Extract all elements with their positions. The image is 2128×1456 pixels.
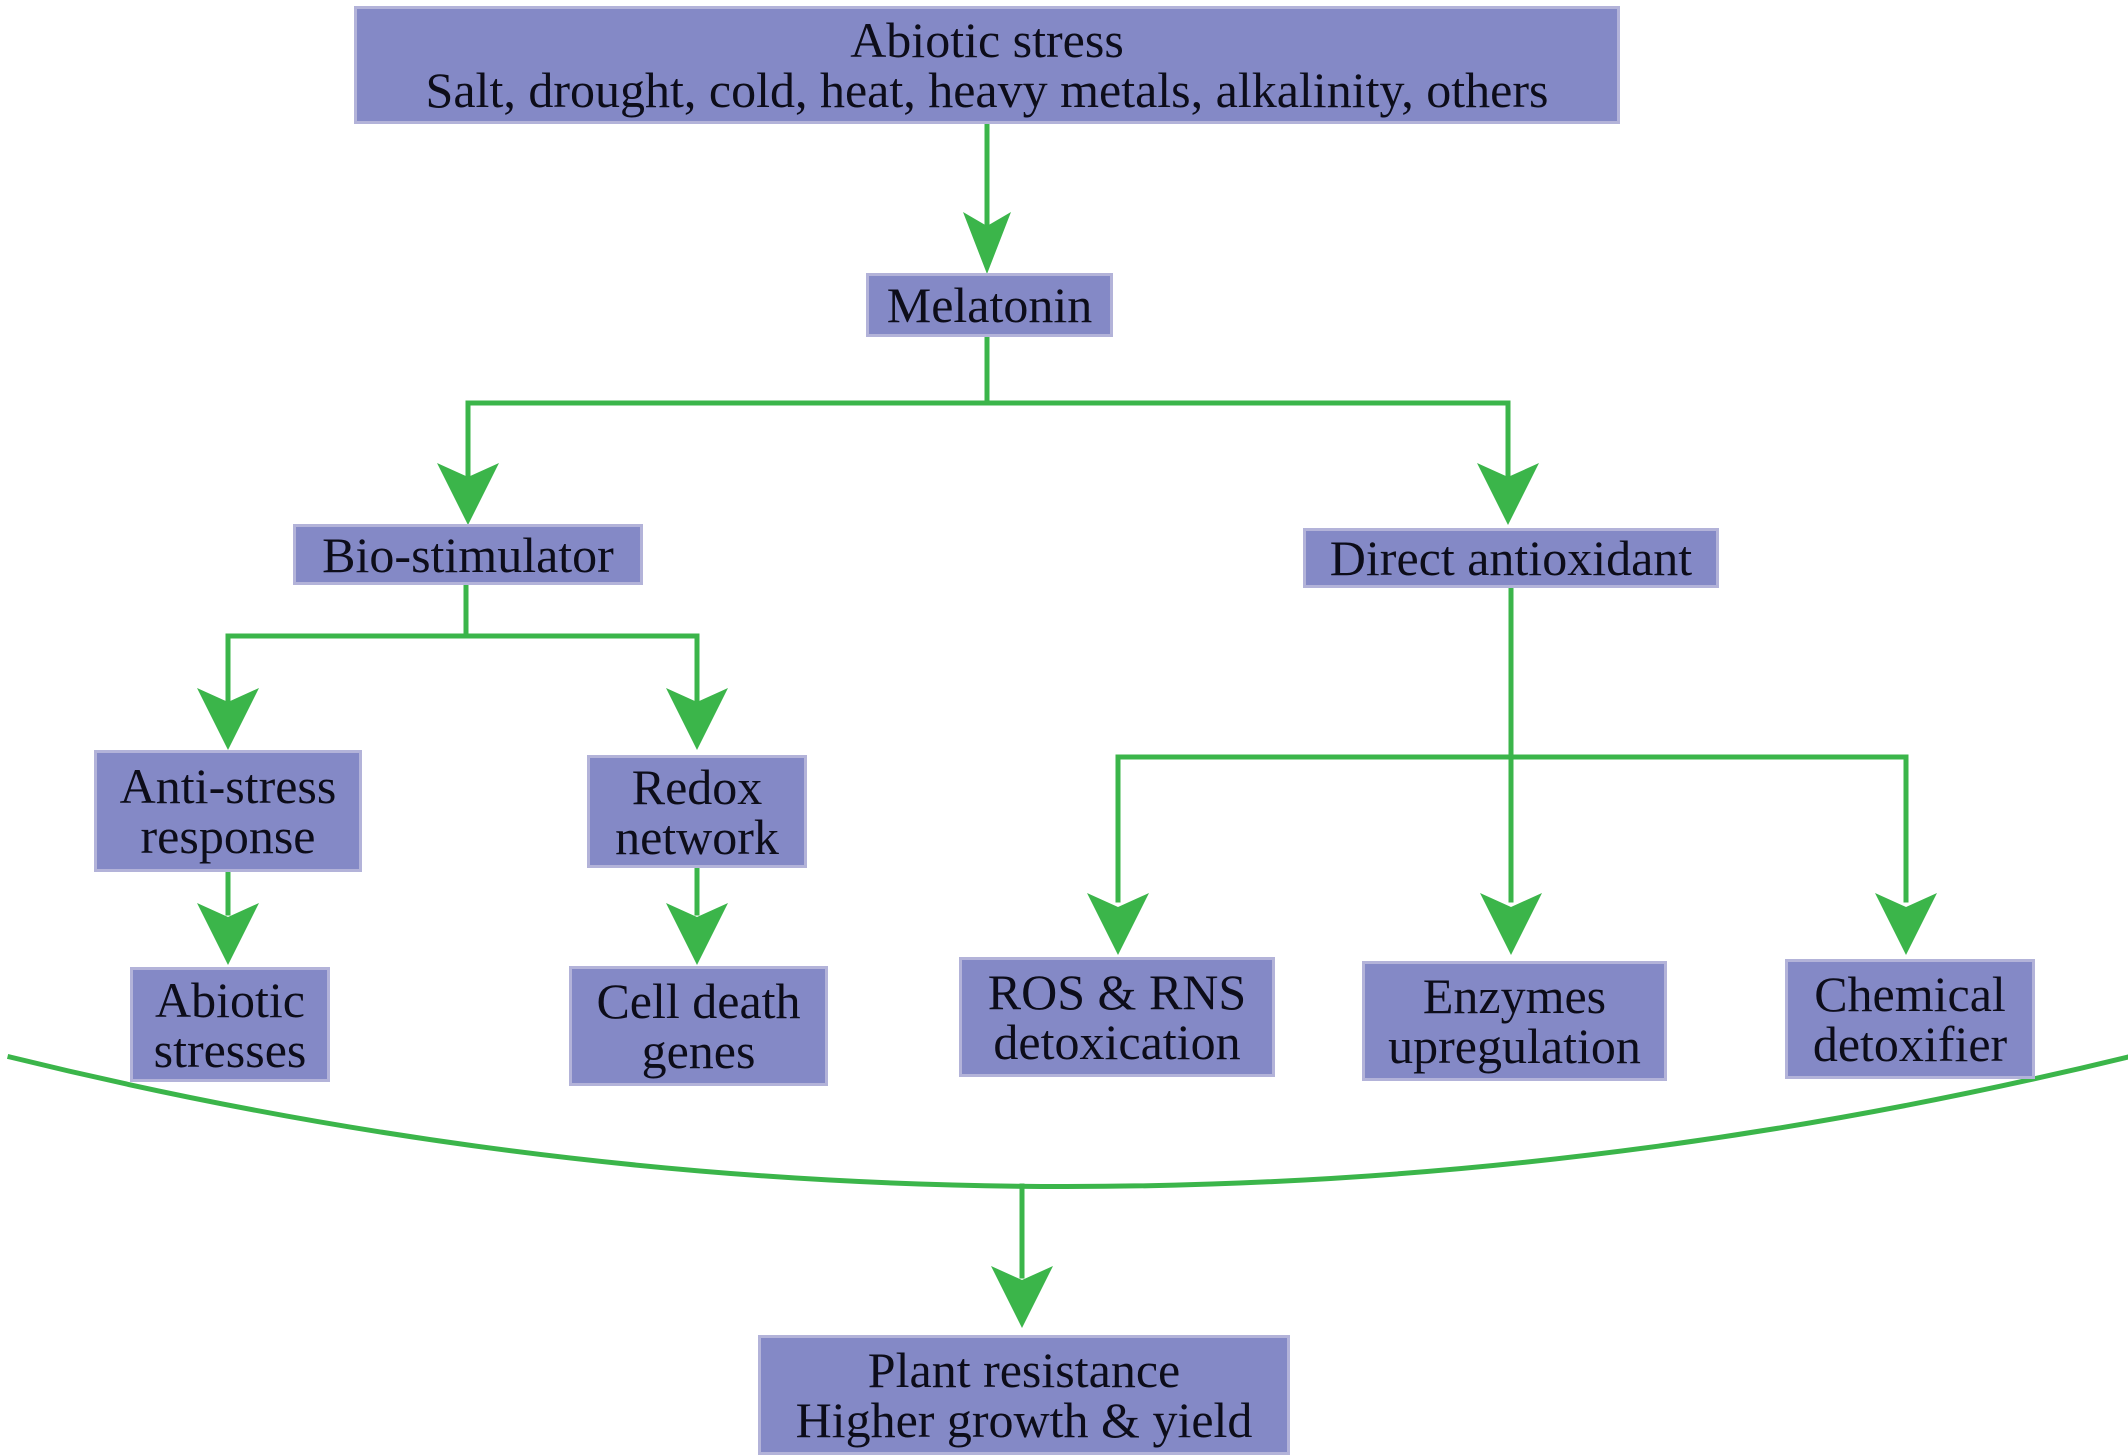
- node-redox-network: Redox network: [587, 755, 807, 868]
- node-redox-line2: network: [615, 808, 779, 865]
- node-chemical-line2: detoxifier: [1812, 1016, 2008, 1072]
- node-chemical-line1: Chemical: [1814, 966, 2006, 1022]
- arrowhead-bio-stimulator: [437, 463, 499, 525]
- arrowhead-anti-stress: [197, 688, 259, 750]
- node-direct-antioxidant: Direct antioxidant: [1303, 528, 1719, 588]
- arrowhead-ros-rns: [1087, 893, 1149, 955]
- node-chemical-detoxifier: Chemical detoxifier: [1785, 959, 2035, 1079]
- node-abiotic-stresses-line2: stresses: [153, 1021, 307, 1078]
- arrowhead-direct-antioxidant: [1477, 463, 1539, 525]
- node-abiotic-stresses-line1: Abiotic: [155, 971, 305, 1028]
- arrowhead-melatonin: [963, 212, 1011, 274]
- node-direct-antioxidant-label: Direct antioxidant: [1329, 530, 1693, 586]
- node-abiotic-stress: Abiotic stress Salt, drought, cold, heat…: [354, 6, 1620, 124]
- node-melatonin-label: Melatonin: [886, 277, 1093, 333]
- node-abiotic-stress-title: Abiotic stress: [850, 12, 1124, 68]
- node-ros-rns-detoxication: ROS & RNS detoxication: [959, 957, 1275, 1077]
- node-ros-rns-line1: ROS & RNS: [987, 964, 1247, 1020]
- node-enzymes-line1: Enzymes: [1422, 968, 1607, 1024]
- node-anti-stress-response: Anti-stress response: [94, 750, 362, 872]
- node-abiotic-stress-list: Salt, drought, cold, heat, heavy metals,…: [425, 62, 1549, 118]
- node-ros-rns-line2: detoxication: [993, 1014, 1241, 1070]
- node-abiotic-stresses: Abiotic stresses: [130, 967, 330, 1082]
- arrowhead-plant-resistance: [991, 1266, 1053, 1328]
- node-cell-death-genes: Cell death genes: [569, 966, 828, 1086]
- arrowhead-redox: [666, 688, 728, 750]
- arrowhead-cell-death: [666, 903, 728, 965]
- node-cell-death-line2: genes: [641, 1023, 756, 1079]
- node-bio-stimulator-label: Bio-stimulator: [322, 526, 614, 583]
- node-anti-stress-line1: Anti-stress: [119, 758, 337, 814]
- node-enzymes-upregulation: Enzymes upregulation: [1362, 961, 1667, 1081]
- node-bio-stimulator: Bio-stimulator: [293, 524, 643, 585]
- arrowhead-abiotic-stresses: [197, 903, 259, 965]
- node-anti-stress-line2: response: [140, 808, 316, 864]
- convergence-curve: [6, 1053, 2128, 1189]
- node-redox-line1: Redox: [631, 758, 763, 815]
- node-plant-resistance: Plant resistance Higher growth & yield: [758, 1335, 1290, 1455]
- node-cell-death-line1: Cell death: [596, 973, 801, 1029]
- node-plant-resistance-line2: Higher growth & yield: [795, 1392, 1253, 1448]
- node-plant-resistance-line1: Plant resistance: [867, 1342, 1181, 1398]
- node-melatonin: Melatonin: [866, 273, 1113, 337]
- node-enzymes-line2: upregulation: [1388, 1018, 1641, 1074]
- arrowhead-enzymes: [1480, 893, 1542, 955]
- arrowhead-chemical: [1875, 893, 1937, 955]
